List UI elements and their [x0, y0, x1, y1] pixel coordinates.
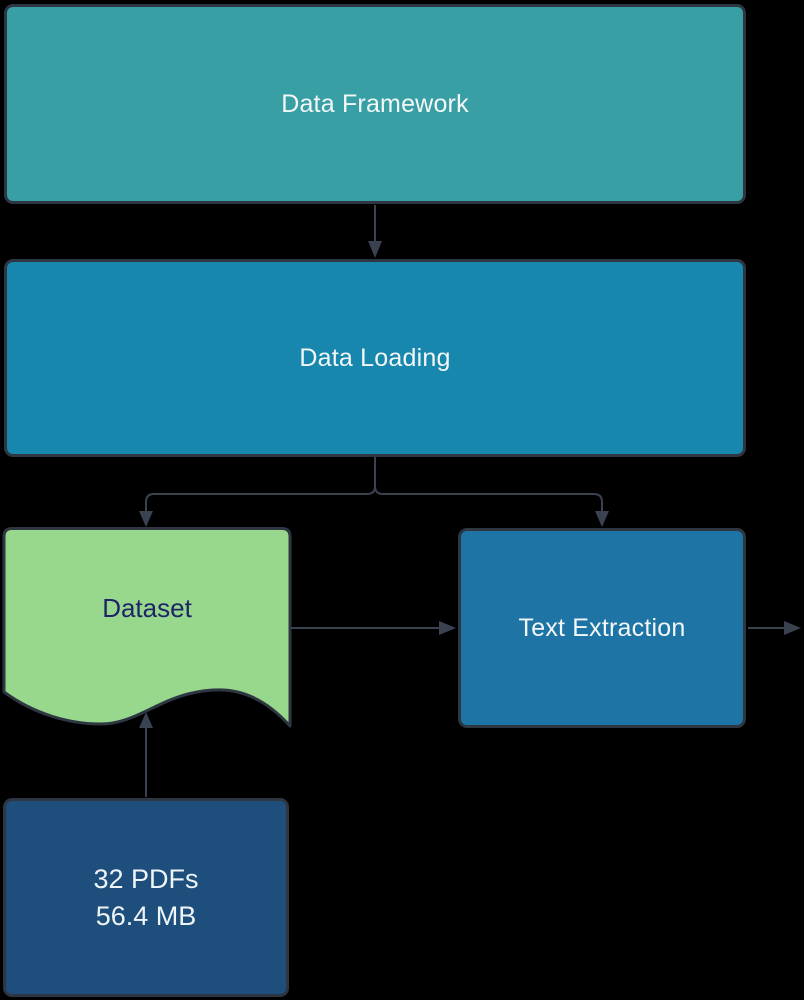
node-text-extraction-label: Text Extraction [518, 613, 686, 642]
node-dataset-label: Dataset [102, 592, 192, 623]
edge-data-framework-to-data-loading-arrowhead [368, 241, 382, 258]
node-dataset-shape [2, 527, 292, 728]
edge-dataset-to-text-extraction-arrowhead [439, 621, 456, 635]
edge-text-extraction-to-right-arrowhead [784, 621, 801, 635]
pdf-size-text: 56.4 MB [95, 900, 197, 931]
document-shape-icon [2, 527, 292, 728]
edge-data-loading-to-dataset-arrowhead [139, 511, 153, 527]
node-pdf-source-label: 32 PDFs 56.4 MB [93, 861, 198, 935]
edge-data-loading-to-text-extraction-arrowhead [595, 511, 609, 527]
edge-data-loading-to-dataset [145, 457, 376, 511]
node-data-framework-label: Data Framework [281, 89, 469, 118]
node-data-framework: Data Framework [4, 4, 746, 204]
node-data-loading-label: Data Loading [299, 343, 451, 372]
node-pdf-source: 32 PDFs 56.4 MB [3, 798, 289, 997]
node-dataset: Dataset [2, 527, 292, 689]
edge-data-loading-to-text-extraction [374, 457, 603, 511]
node-data-loading: Data Loading [4, 259, 746, 457]
pdf-count-text: 32 PDFs [93, 863, 199, 894]
node-text-extraction: Text Extraction [458, 528, 746, 728]
